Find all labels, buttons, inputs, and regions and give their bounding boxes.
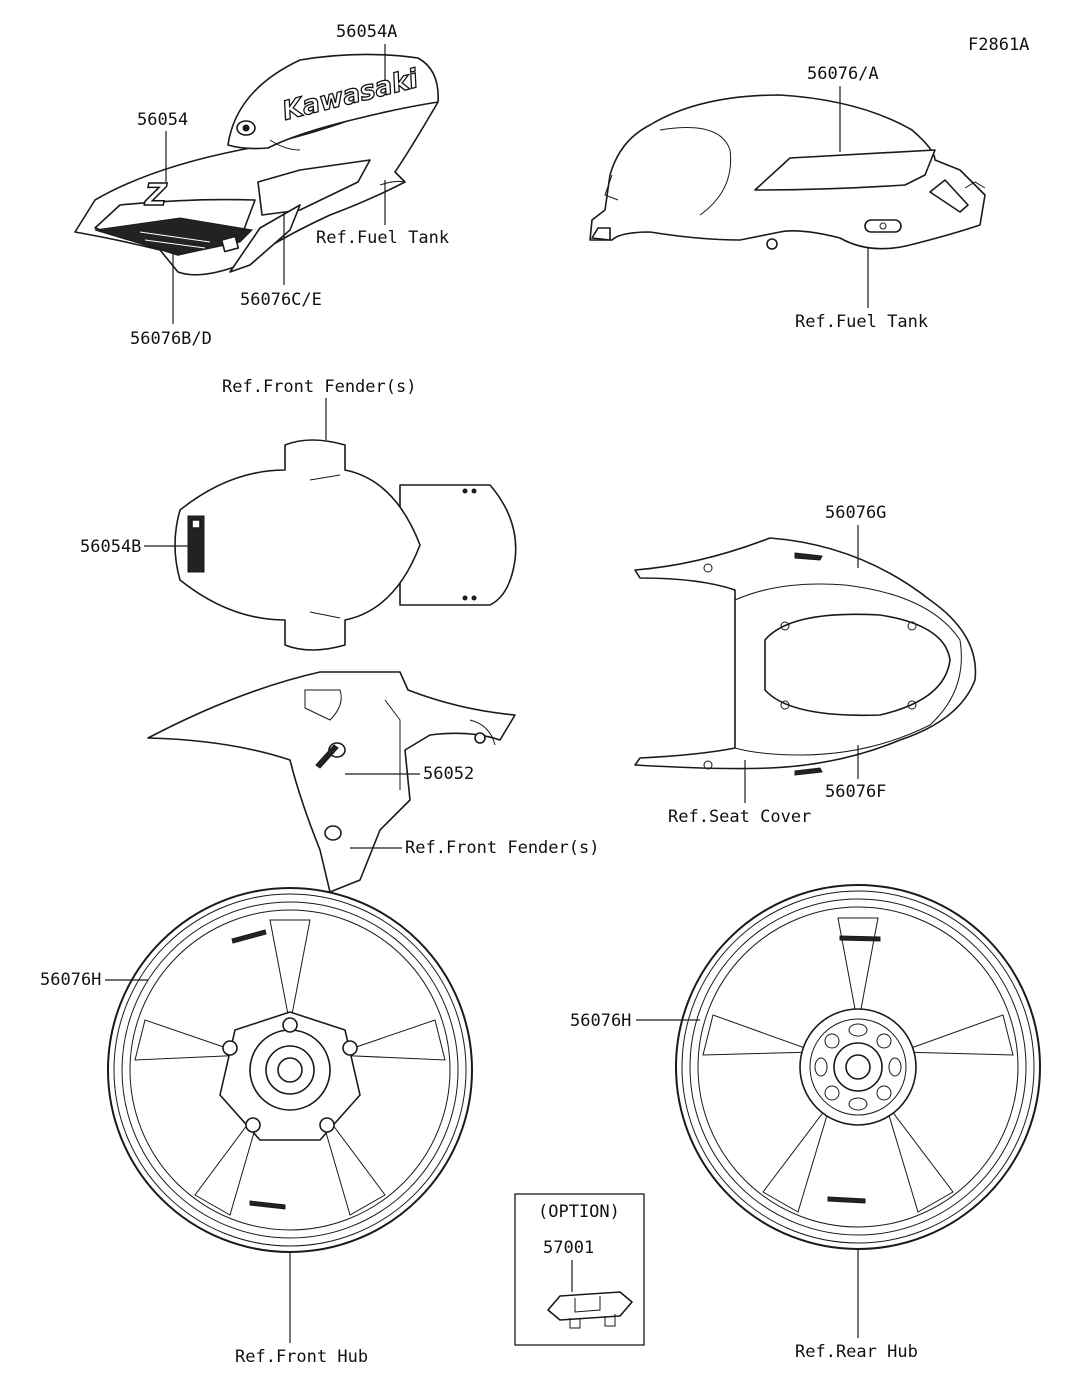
label-ref-front-hub: Ref.Front Hub (235, 1347, 368, 1367)
part-57001-clip (547, 1291, 633, 1329)
option-box: (OPTION) 57001 (514, 1193, 645, 1346)
front-fender-top-view (174, 439, 517, 651)
label-ref-seat-cover: Ref.Seat Cover (668, 807, 811, 827)
fuel-tank-left-view: Kawasaki Z (74, 53, 439, 276)
figure-id: F2861A (968, 35, 1029, 55)
seat-cover (634, 537, 977, 776)
label-56052: 56052 (423, 764, 474, 784)
label-option: (OPTION) (538, 1202, 620, 1222)
label-56076G: 56076G (825, 503, 886, 523)
label-56076A: 56076/A (807, 64, 879, 84)
label-56076BD: 56076B/D (130, 329, 212, 349)
front-fender-side-view (147, 671, 516, 893)
label-57001: 57001 (543, 1238, 594, 1258)
label-ref-fuel-tank-right: Ref.Fuel Tank (795, 312, 928, 332)
label-56076H-left: 56076H (40, 970, 101, 990)
label-ref-rear-hub: Ref.Rear Hub (795, 1342, 918, 1362)
front-wheel (107, 887, 473, 1253)
label-ref-front-fenders-top: Ref.Front Fender(s) (222, 377, 416, 397)
label-56054B: 56054B (80, 537, 141, 557)
label-56054A: 56054A (336, 22, 397, 42)
label-ref-front-fenders-bottom: Ref.Front Fender(s) (405, 838, 599, 858)
label-56076CE: 56076C/E (240, 290, 322, 310)
label-56076F: 56076F (825, 782, 886, 802)
label-ref-fuel-tank-left: Ref.Fuel Tank (316, 228, 449, 248)
label-56076H-right: 56076H (570, 1011, 631, 1031)
z-mark-decal: Z (144, 178, 168, 213)
rear-wheel (675, 884, 1041, 1250)
label-56054: 56054 (137, 110, 188, 130)
fuel-tank-right-view (589, 94, 986, 250)
